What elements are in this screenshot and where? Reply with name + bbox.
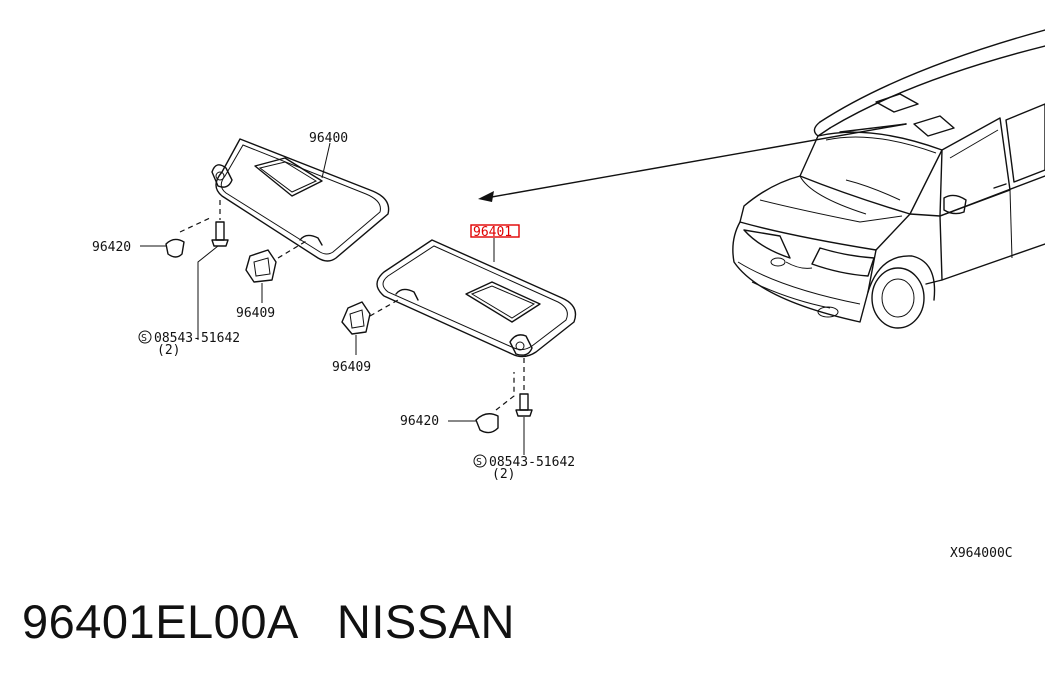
screw-symbol-right	[473, 454, 487, 468]
label-96401: 96401	[473, 225, 512, 240]
car-illustration	[732, 29, 1045, 329]
right-clip	[341, 299, 399, 335]
label-screw-right-qty: (2)	[492, 467, 515, 482]
screw-symbol-left	[138, 330, 152, 344]
screw-symbol-right-letter: S	[476, 457, 482, 468]
highlight-96401	[470, 224, 520, 238]
label-96409-left: 96409	[236, 306, 275, 321]
left-visor-leader	[321, 142, 331, 179]
left-clip	[245, 239, 309, 283]
right-sun-visor	[376, 239, 577, 358]
screw-symbol-left-letter: S	[141, 333, 147, 344]
label-96409-right: 96409	[332, 360, 371, 375]
left-screw-leader	[197, 245, 219, 340]
left-cover	[165, 217, 211, 258]
right-screw	[515, 358, 533, 417]
left-screw	[211, 200, 229, 247]
label-96400: 96400	[309, 131, 348, 146]
label-screw-right: 08543-51642	[489, 455, 575, 470]
left-sun-visor	[211, 138, 390, 262]
label-screw-left-qty: (2)	[157, 343, 180, 358]
locator-arrow	[478, 123, 907, 202]
part-caption: 96401EL00A NISSAN	[22, 595, 515, 648]
right-cover	[475, 372, 515, 434]
figure-code: X964000C	[950, 546, 1013, 561]
label-screw-left: 08543-51642	[154, 331, 240, 346]
label-96420-left: 96420	[92, 240, 131, 255]
label-96420-right: 96420	[400, 414, 439, 429]
